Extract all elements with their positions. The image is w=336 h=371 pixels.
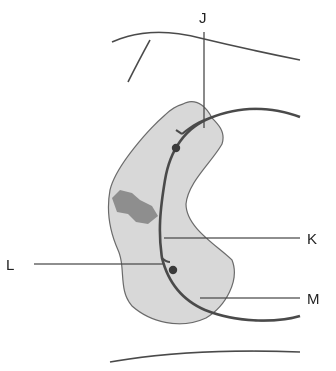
point-lower — [169, 266, 177, 274]
point-upper — [172, 144, 180, 152]
label-k: K — [307, 231, 317, 248]
label-j: J — [199, 10, 207, 27]
upper-outline-drop — [128, 40, 150, 82]
label-m: M — [307, 291, 320, 308]
upper-outline-curve — [112, 32, 300, 60]
bottom-outline-curve — [110, 351, 300, 362]
label-l: L — [6, 257, 14, 274]
